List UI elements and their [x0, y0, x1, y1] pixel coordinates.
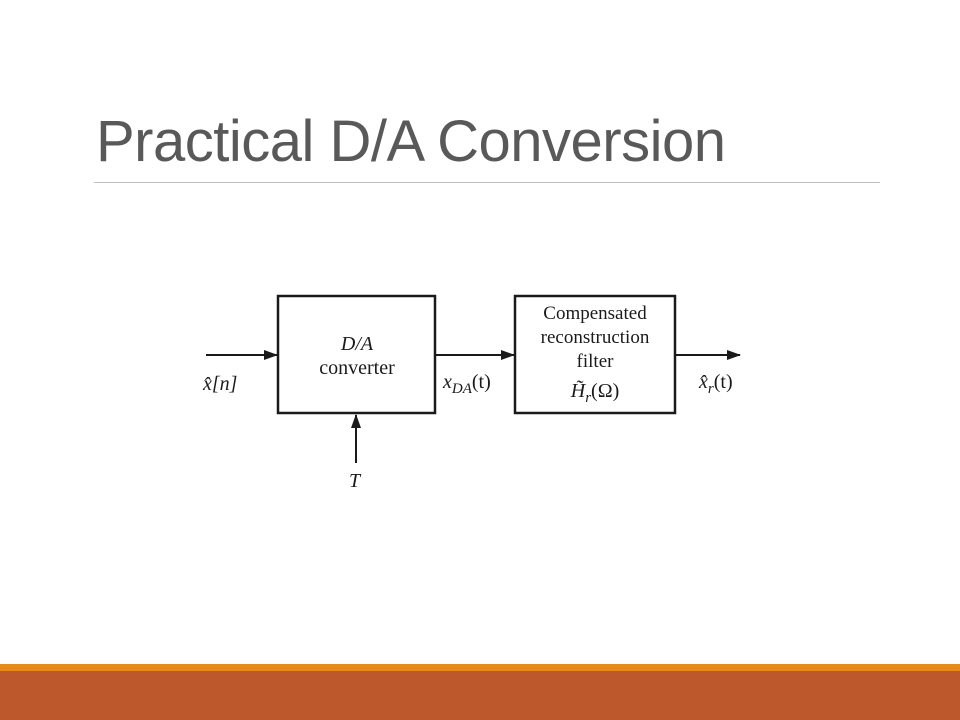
dac-label-line2: converter: [319, 357, 395, 379]
filter-label-line2: reconstruction: [541, 327, 650, 348]
dac-output-label: xDA(t): [442, 371, 491, 397]
output-label-sub: r: [708, 381, 714, 397]
dac-block: [276, 294, 437, 415]
dac-output-label-arg: (t): [472, 371, 491, 393]
filter-label-line3: filter: [577, 351, 615, 372]
filter-block: [513, 294, 677, 415]
filter-tf-base: H̃: [570, 379, 587, 402]
title-divider: [94, 182, 880, 183]
dac-output-label-sub: DA: [451, 381, 473, 397]
clock-label: T: [349, 470, 362, 492]
slide-title: Practical D/A Conversion: [96, 109, 726, 174]
output-label-base: x̂: [698, 371, 708, 393]
output-signal-label: x̂r(t): [698, 371, 733, 397]
footer-band: [0, 671, 960, 720]
output-label-arg: (t): [714, 371, 733, 393]
filter-tf-arg: (Ω): [591, 380, 619, 402]
filter-transfer-function: H̃r(Ω): [570, 379, 619, 406]
filter-label-line1: Compensated: [543, 303, 647, 324]
filter-tf-sub: r: [585, 390, 591, 406]
dac-output-label-base: x: [442, 371, 452, 393]
input-signal-label: x̂[n]: [202, 373, 237, 395]
footer-accent-stripe: [0, 664, 960, 671]
dac-label-line1: D/A: [340, 333, 374, 355]
